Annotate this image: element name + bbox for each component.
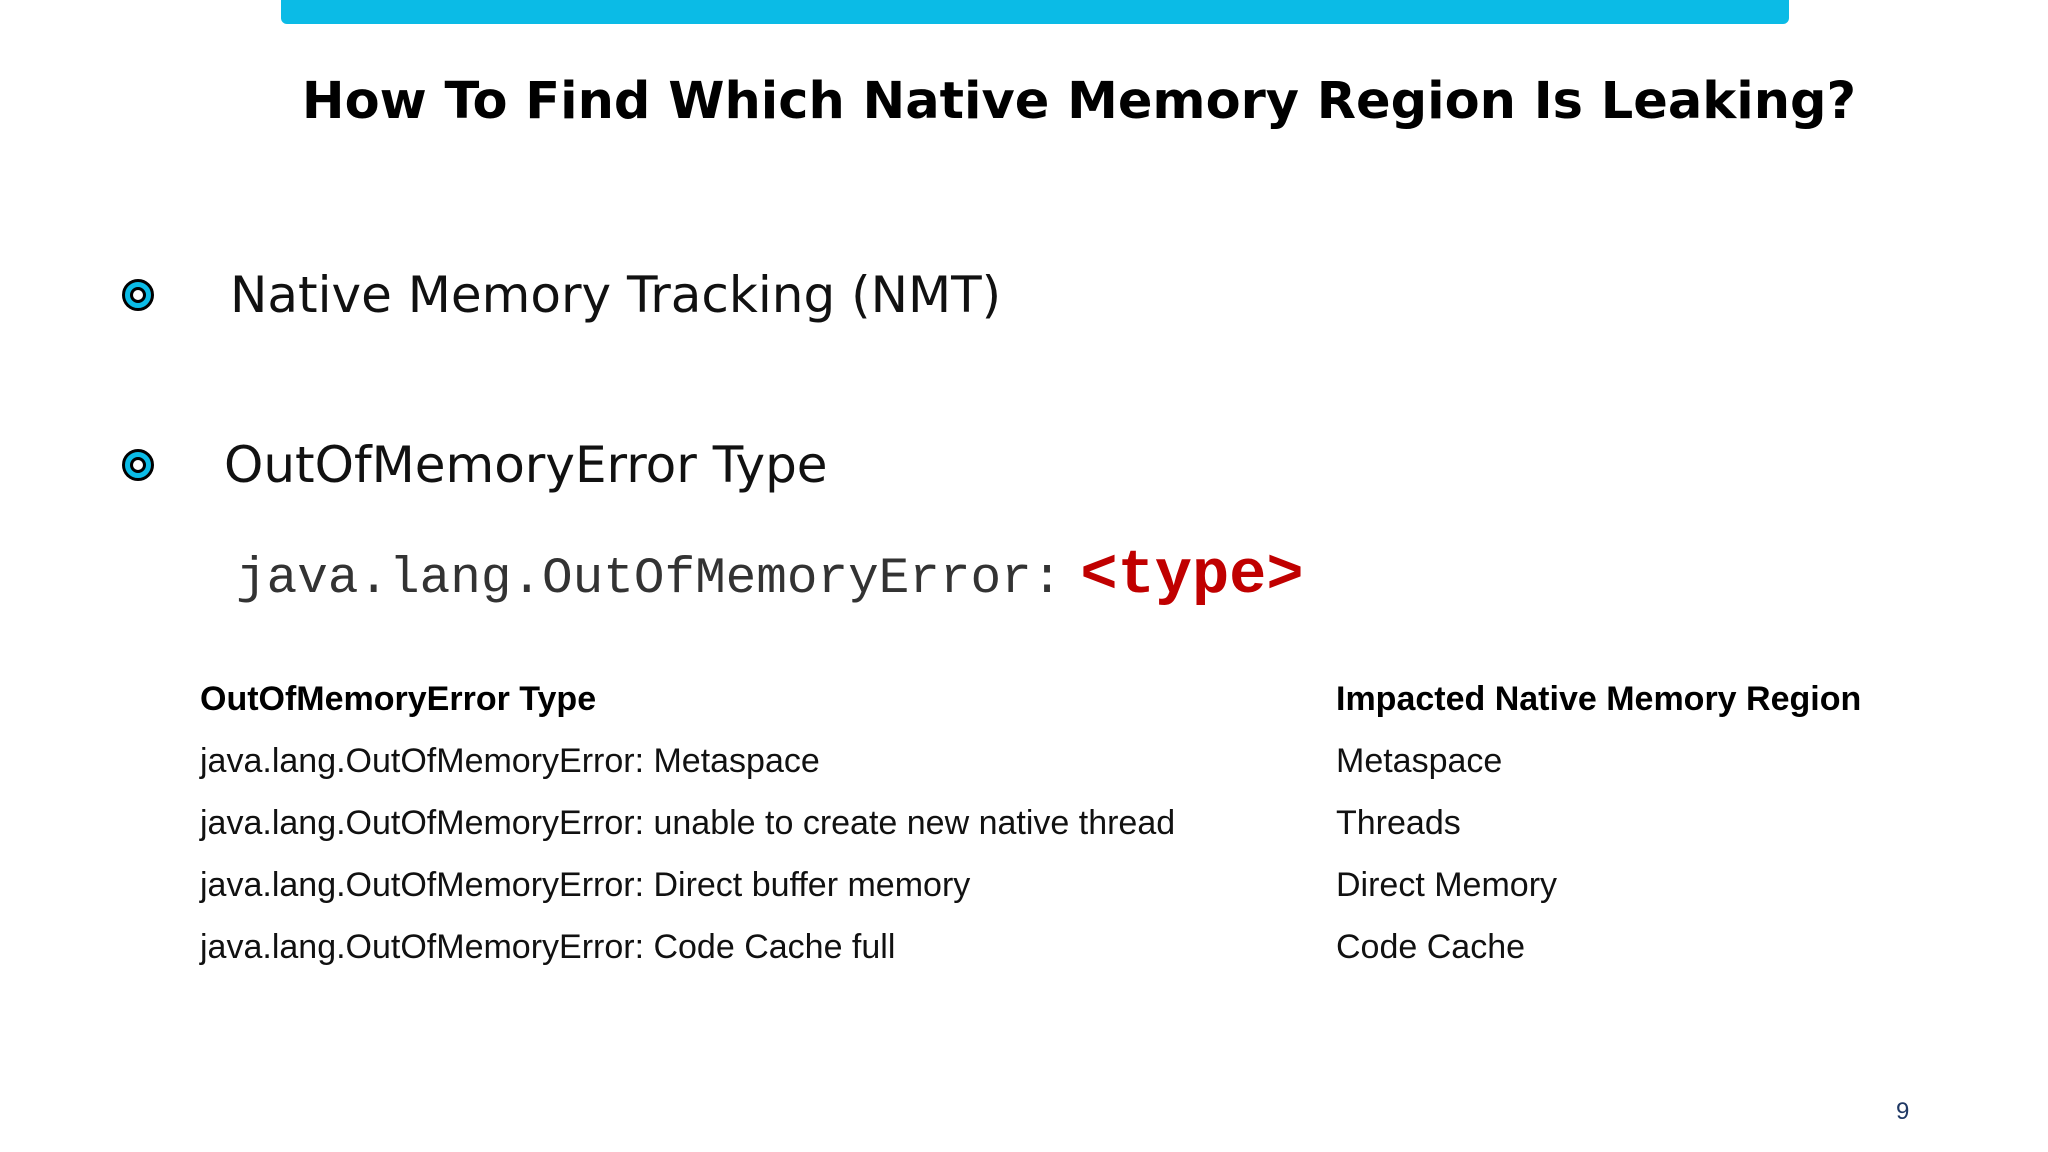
code-type-placeholder: <type>: [1080, 540, 1304, 611]
bullet-text: Native Memory Tracking (NMT): [230, 266, 1002, 324]
top-accent-bar: [281, 0, 1789, 24]
table-cell-oom-type: java.lang.OutOfMemoryError: Code Cache f…: [200, 927, 896, 966]
table-cell-region: Direct Memory: [1336, 865, 1558, 904]
table-cell-oom-type: java.lang.OutOfMemoryError: Direct buffe…: [200, 865, 971, 904]
table-row: java.lang.OutOfMemoryError: Code Cache f…: [200, 916, 1896, 978]
table-cell-region: Code Cache: [1336, 927, 1526, 966]
table-row: java.lang.OutOfMemoryError: Direct buffe…: [200, 854, 1896, 916]
table-header-region: Impacted Native Memory Region: [1336, 679, 1862, 718]
table-header-row: OutOfMemoryError Type Impacted Native Me…: [200, 668, 1896, 730]
circle-bullet-icon: [122, 279, 154, 311]
table-cell-region: Metaspace: [1336, 741, 1503, 780]
bullet-nmt: Native Memory Tracking (NMT): [122, 266, 1001, 324]
circle-bullet-icon: [122, 449, 154, 481]
table-row: java.lang.OutOfMemoryError: unable to cr…: [200, 792, 1896, 854]
slide-title: How To Find Which Native Memory Region I…: [301, 72, 1857, 131]
oom-region-table: OutOfMemoryError Type Impacted Native Me…: [200, 668, 1896, 978]
table-cell-region: Threads: [1336, 803, 1461, 842]
table-cell-oom-type: java.lang.OutOfMemoryError: unable to cr…: [200, 803, 1176, 842]
table-cell-oom-type: java.lang.OutOfMemoryError: Metaspace: [200, 741, 820, 780]
bullet-text: OutOfMemoryError Type: [224, 436, 828, 494]
bullet-oom-type: OutOfMemoryError Type: [122, 436, 828, 494]
code-prefix: java.lang.OutOfMemoryError:: [236, 551, 1063, 608]
page-number: 9: [1896, 1098, 1910, 1125]
table-header-oom-type: OutOfMemoryError Type: [200, 679, 597, 718]
table-row: java.lang.OutOfMemoryError: Metaspace Me…: [200, 730, 1896, 792]
code-example: java.lang.OutOfMemoryError: <type>: [236, 540, 1304, 611]
